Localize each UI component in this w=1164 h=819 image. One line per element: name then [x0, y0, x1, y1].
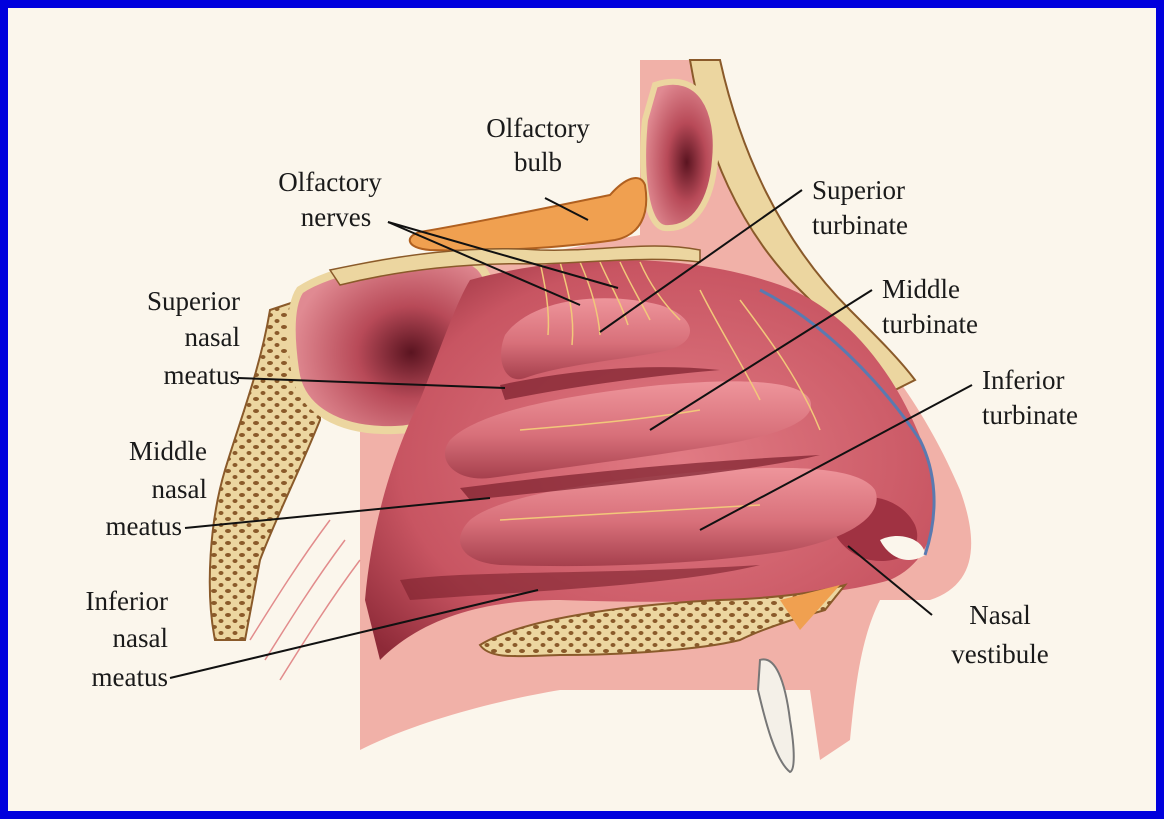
nasal-cavity-diagram: Olfactory bulb Olfactory nerves Superior…: [8, 8, 1156, 811]
label-middle-turbinate-line2: turbinate: [882, 309, 978, 339]
label-olfactory-nerves-line2: nerves: [301, 202, 371, 232]
label-olfactory-nerves-line1: Olfactory: [278, 167, 382, 197]
label-inferior-nasal-meatus-line2: nasal: [113, 623, 168, 653]
label-middle-turbinate-line1: Middle: [882, 274, 960, 304]
label-superior-turbinate-line2: turbinate: [812, 210, 908, 240]
olfactory-bulb-shape: [410, 178, 646, 251]
label-inferior-turbinate-line1: Inferior: [982, 365, 1064, 395]
label-middle-nasal-meatus-line2: nasal: [152, 474, 207, 504]
label-superior-turbinate-line1: Superior: [812, 175, 905, 205]
label-olfactory-bulb-line1: Olfactory: [486, 113, 590, 143]
label-middle-nasal-meatus-line3: meatus: [106, 511, 182, 541]
label-superior-nasal-meatus-line2: nasal: [185, 322, 240, 352]
label-nasal-vestibule-line2: vestibule: [951, 639, 1048, 669]
label-superior-nasal-meatus-line3: meatus: [164, 360, 240, 390]
label-superior-nasal-meatus-line1: Superior: [147, 286, 240, 316]
label-middle-nasal-meatus-line1: Middle: [129, 436, 207, 466]
label-inferior-nasal-meatus-line3: meatus: [92, 662, 168, 692]
label-olfactory-bulb-line2: bulb: [514, 147, 562, 177]
diagram-paper: Olfactory bulb Olfactory nerves Superior…: [8, 8, 1156, 811]
label-nasal-vestibule-line1: Nasal: [969, 600, 1030, 630]
label-inferior-nasal-meatus-line1: Inferior: [86, 586, 168, 616]
label-inferior-turbinate-line2: turbinate: [982, 400, 1078, 430]
frontal-sinus: [643, 82, 716, 228]
